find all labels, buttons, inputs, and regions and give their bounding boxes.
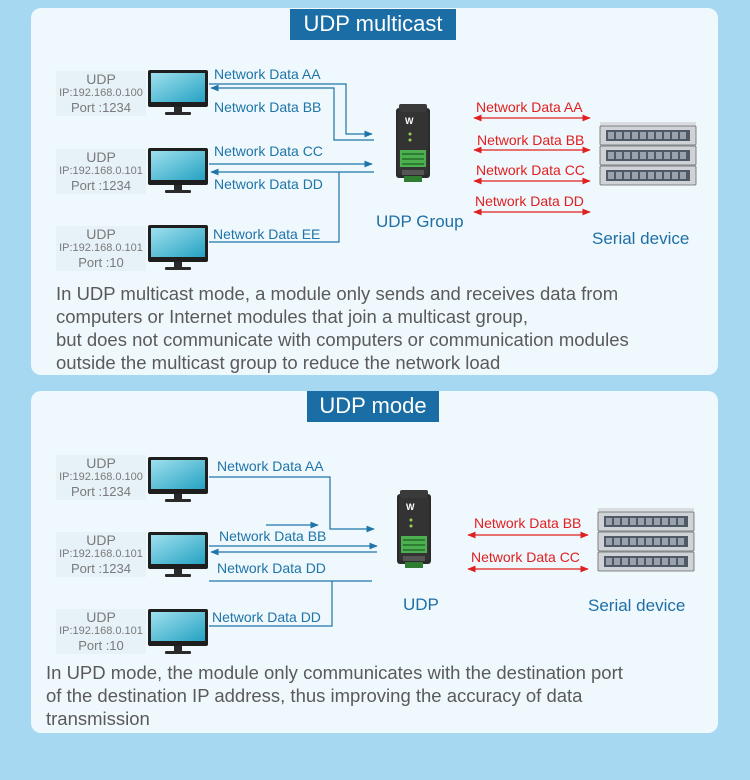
- monitor-icon: [148, 148, 208, 193]
- pc-name: UDP: [86, 455, 116, 471]
- pc-ip: IP:192.168.0.100: [59, 471, 143, 483]
- udp-link-aa-line: [209, 476, 375, 533]
- multicast-serial-label-cc: Network Data CC: [476, 162, 585, 178]
- udp-link-dd-2-line: [209, 581, 333, 627]
- multicast-link-label-dd: Network Data DD: [214, 176, 323, 192]
- udp-pc-label-2: UDP IP:192.168.0.101 Port :1234: [56, 532, 146, 577]
- multicast-device-label: Serial device: [592, 229, 690, 248]
- multicast-serial-label-bb: Network Data BB: [477, 132, 585, 148]
- pc-port: Port :10: [78, 255, 124, 270]
- pc-port: Port :1234: [71, 561, 131, 576]
- pc-ip: IP:192.168.0.101: [59, 625, 143, 637]
- udp-mode-title: UDP mode: [307, 391, 439, 422]
- udp-link-label-dd-2: Network Data DD: [212, 609, 321, 625]
- pc-name: UDP: [86, 609, 116, 625]
- pc-name: UDP: [86, 532, 116, 548]
- din-rail-module-icon: [396, 104, 430, 182]
- din-rail-module-icon: [397, 490, 431, 568]
- udp-module-label: UDP: [403, 595, 439, 614]
- pc-port: Port :1234: [71, 484, 131, 499]
- udp-pc-label-1: UDP IP:192.168.0.100 Port :1234: [56, 455, 146, 500]
- udp-caption-line-2: of the destination IP address, thus impr…: [46, 685, 583, 706]
- multicast-caption-line-4: outside the multicast group to reduce th…: [56, 352, 501, 373]
- pc-ip: IP:192.168.0.101: [59, 548, 143, 560]
- multicast-module-label: UDP Group: [376, 212, 464, 231]
- udp-pc-label-3: UDP IP:192.168.0.101 Port :10: [56, 609, 146, 654]
- monitor-icon: [148, 532, 208, 577]
- multicast-link-label-bb: Network Data BB: [214, 99, 322, 115]
- pc-port: Port :1234: [71, 100, 131, 115]
- udp-caption-line-3: transmission: [46, 708, 150, 729]
- multicast-caption-line-1: In UDP multicast mode, a module only sen…: [56, 283, 619, 304]
- multicast-pc-label-3: UDP IP:192.168.0.101 Port :10: [56, 226, 146, 271]
- udp-caption-line-1: In UPD mode, the module only communicate…: [46, 662, 623, 683]
- monitor-icon: [148, 609, 208, 654]
- udp-device-label: Serial device: [588, 596, 686, 615]
- server-rack-icon: [599, 122, 697, 186]
- multicast-pc-label-1: UDP IP:192.168.0.100 Port :1234: [56, 71, 146, 116]
- pc-ip: IP:192.168.0.101: [59, 242, 143, 254]
- multicast-serial-label-dd: Network Data DD: [475, 193, 584, 209]
- udp-link-label-dd-1: Network Data DD: [217, 560, 326, 576]
- server-rack-icon: [597, 508, 695, 572]
- multicast-link-label-cc: Network Data CC: [214, 143, 323, 159]
- monitor-icon: [148, 225, 208, 270]
- pc-name: UDP: [86, 71, 116, 87]
- multicast-pc-label-2: UDP IP:192.168.0.101 Port :1234: [56, 149, 146, 194]
- monitor-icon: [148, 70, 208, 115]
- pc-name: UDP: [86, 226, 116, 242]
- multicast-link-label-aa: Network Data AA: [214, 66, 321, 82]
- pc-port: Port :10: [78, 638, 124, 653]
- multicast-caption-line-3: but does not communicate with computers …: [56, 329, 629, 350]
- link-ee-line: [209, 172, 340, 243]
- udp-link-label-bb: Network Data BB: [219, 528, 327, 544]
- udp-serial-label-cc: Network Data CC: [471, 549, 580, 565]
- pc-name: UDP: [86, 149, 116, 165]
- link-bb-line: [210, 84, 374, 141]
- multicast-link-label-ee: Network Data EE: [213, 226, 321, 242]
- multicast-caption-line-2: computers or Internet modules that join …: [56, 306, 528, 327]
- pc-ip: IP:192.168.0.100: [59, 87, 143, 99]
- link-aa-line: [209, 83, 373, 138]
- pc-ip: IP:192.168.0.101: [59, 165, 143, 177]
- monitor-icon: [148, 457, 208, 502]
- multicast-serial-label-aa: Network Data AA: [476, 99, 583, 115]
- udp-serial-label-bb: Network Data BB: [474, 515, 582, 531]
- multicast-title: UDP multicast: [290, 9, 456, 40]
- udp-link-label-aa: Network Data AA: [217, 458, 324, 474]
- pc-port: Port :1234: [71, 178, 131, 193]
